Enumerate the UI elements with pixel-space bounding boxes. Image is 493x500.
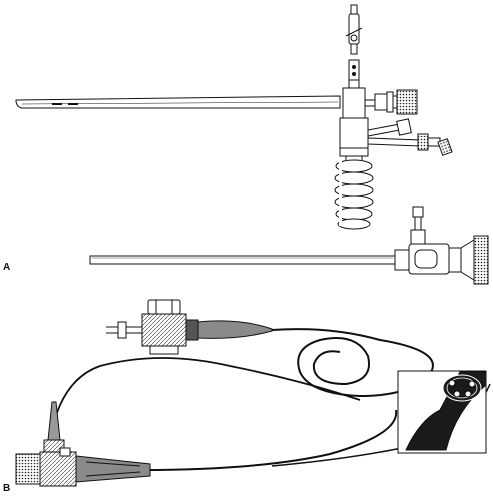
light-post bbox=[410, 206, 426, 249]
control-handle bbox=[15, 401, 151, 487]
telescope-shaft bbox=[89, 255, 396, 265]
stopcock-channels bbox=[367, 118, 453, 156]
control-cable-loop bbox=[49, 357, 361, 441]
flexible-endoscope bbox=[15, 299, 491, 487]
rigid-sheath-assembly bbox=[15, 4, 453, 230]
telescope-body bbox=[394, 235, 489, 285]
light-guide-connector bbox=[106, 299, 273, 355]
distal-tip-inset bbox=[397, 370, 487, 454]
umbilical-cable bbox=[271, 328, 434, 398]
bridge-body bbox=[339, 87, 369, 157]
top-valve bbox=[345, 4, 363, 91]
panel-label-b: B bbox=[3, 483, 11, 494]
bellows bbox=[334, 155, 374, 230]
side-knob bbox=[364, 89, 418, 115]
sheath-tube bbox=[15, 95, 341, 109]
insertion-tube bbox=[139, 409, 398, 471]
rigid-telescope bbox=[89, 206, 489, 285]
panel-label-a: A bbox=[3, 262, 11, 273]
